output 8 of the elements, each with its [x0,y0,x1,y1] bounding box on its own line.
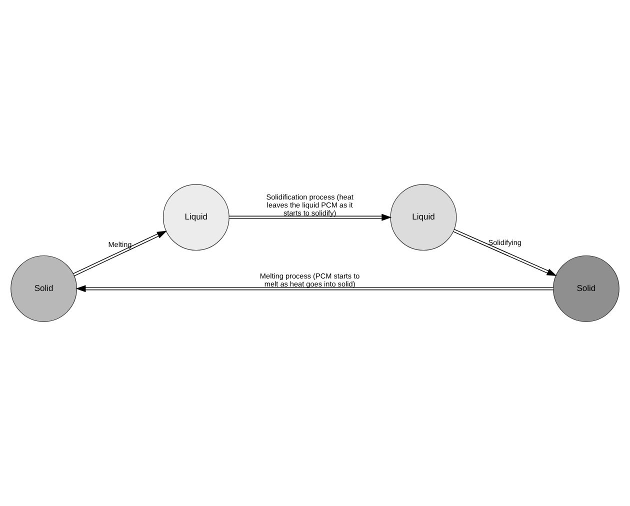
node-circle: Solid [552,255,620,322]
arrow [76,285,554,292]
node-circle: Solid [10,255,78,322]
arrow [452,228,557,276]
arrow [228,214,392,221]
arrow [72,230,168,276]
node-circle: Liquid [162,184,230,251]
node-circle: Liquid [390,184,457,251]
